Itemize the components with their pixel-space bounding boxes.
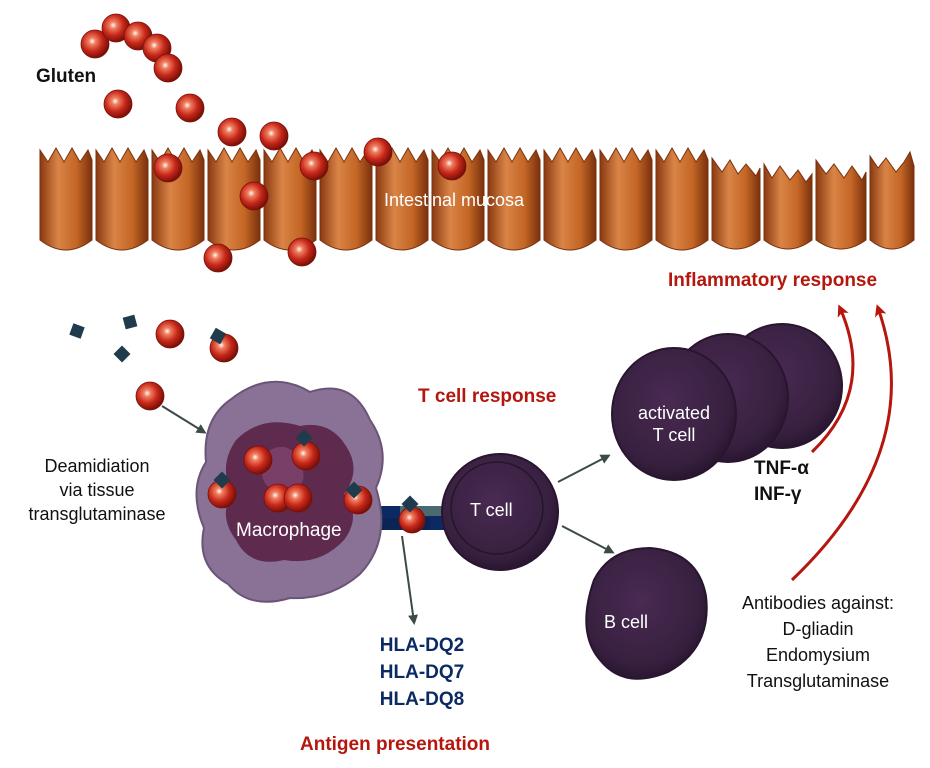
uptake-arrow bbox=[161, 405, 207, 434]
b-cell-label: B cell bbox=[604, 612, 649, 632]
hla-arrow bbox=[401, 535, 418, 625]
b-cell bbox=[585, 546, 708, 680]
macrophage-label: Macrophage bbox=[236, 520, 342, 541]
transglutaminase-particles bbox=[69, 314, 239, 411]
intestinal-mucosa-label: Intestinal mucosa bbox=[384, 190, 525, 210]
t-cell-label: T cell bbox=[470, 500, 513, 520]
t-cell-response-label: T cell response bbox=[418, 386, 557, 407]
hla-label: HLA-DQ2 HLA-DQ7 HLA-DQ8 bbox=[379, 635, 465, 710]
cytokines-label: TNF-α INF-γ bbox=[754, 458, 809, 505]
cytokine-arrow bbox=[810, 304, 855, 454]
antigen-presentation-label: Antigen presentation bbox=[300, 734, 491, 755]
gluten-particles bbox=[80, 13, 467, 273]
intestinal-mucosa bbox=[39, 146, 915, 251]
b-cell-arrow bbox=[561, 525, 615, 554]
activated-t-cell-label: activated T cell bbox=[637, 403, 711, 445]
deamidiation-label: Deamidiation via tissue transglutaminase bbox=[28, 456, 166, 524]
gluten-label: Gluten bbox=[36, 66, 97, 87]
inflammatory-response-label: Inflammatory response bbox=[668, 270, 878, 291]
activation-arrow bbox=[557, 454, 611, 483]
activated-t-cells bbox=[611, 323, 843, 481]
antibody-arrow bbox=[790, 304, 893, 582]
macrophage-antigens bbox=[207, 429, 426, 534]
t-cell bbox=[441, 453, 559, 571]
antibodies-label: Antibodies against: D-gliadin Endomysium… bbox=[741, 593, 895, 691]
